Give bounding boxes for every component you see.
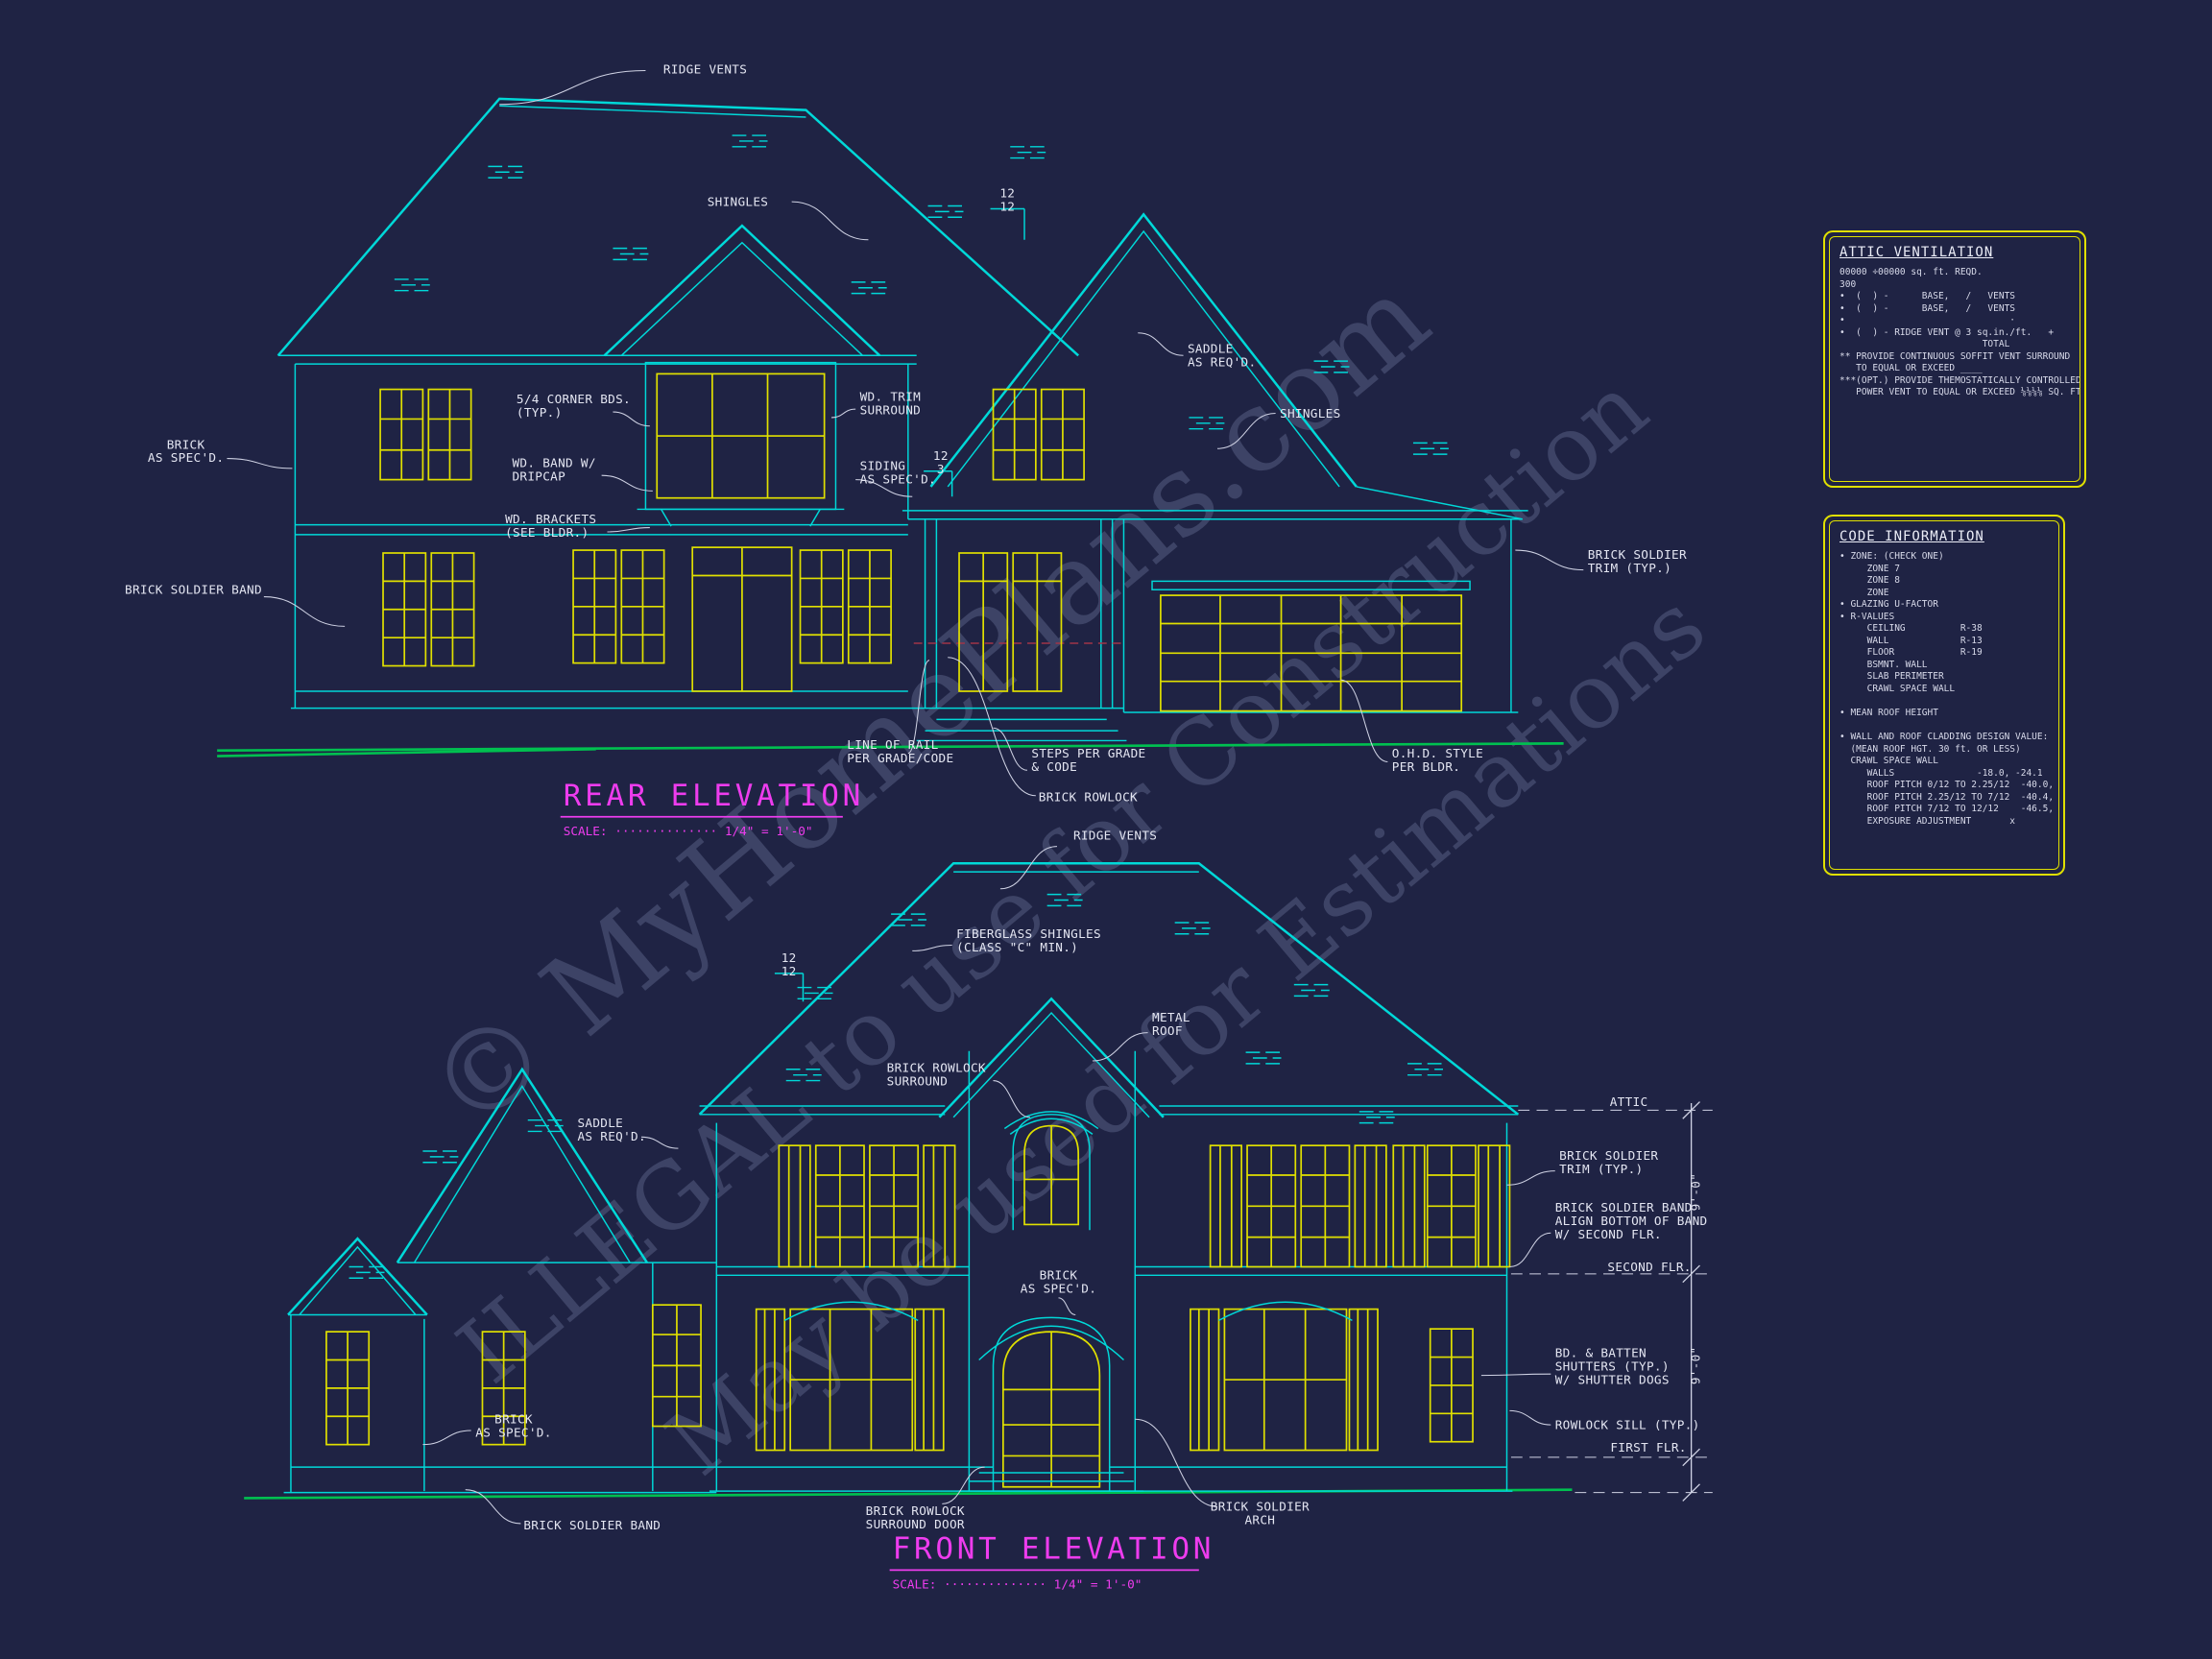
- leader-line: [999, 846, 1058, 890]
- attic-ventilation-body: 00000 ÷00000 sq. ft. REQD. 300 • ( ) - B…: [1839, 267, 2080, 398]
- leader-line: [1480, 1373, 1551, 1377]
- leader-line: [942, 1466, 985, 1504]
- leader-line: [1509, 1232, 1551, 1268]
- leader-line: [1138, 332, 1184, 356]
- leader-line: [607, 527, 650, 533]
- leader-line: [422, 1430, 471, 1446]
- leader-line: [948, 657, 1036, 797]
- attic-ventilation-panel: ATTIC VENTILATION 00000 ÷00000 sq. ft. R…: [1823, 230, 2086, 488]
- leader-line: [640, 1136, 679, 1149]
- label-rowlock-sill: ROWLOCK SILL (TYP.): [1555, 1418, 1700, 1432]
- ground-line: [217, 742, 1564, 753]
- label-fiberglass-shingles: FIBERGLASS SHINGLES(CLASS "C" MIN.): [956, 926, 1101, 954]
- code-information-panel-inner: CODE INFORMATION • ZONE: (CHECK ONE) ZON…: [1829, 520, 2059, 870]
- leader-line: [855, 479, 913, 497]
- dimension-line: [1682, 1101, 1700, 1502]
- label-brick-rowlock: BRICK ROWLOCK: [1039, 790, 1138, 805]
- label-steps: STEPS PER GRADE& CODE: [1031, 746, 1145, 774]
- watermark: © MyHomePlans.com ILLEGAL to use for Con…: [403, 252, 1724, 1497]
- attic-ventilation-panel-inner: ATTIC VENTILATION 00000 ÷00000 sq. ft. R…: [1829, 236, 2080, 482]
- leader-line: [993, 727, 1028, 771]
- front-elevation-scale: SCALE: ·············· 1/4" = 1'-0": [893, 1577, 1142, 1592]
- label-shingles-right: SHINGLES: [1280, 406, 1341, 421]
- leader-line: [1509, 1409, 1551, 1426]
- leader-line: [263, 596, 346, 627]
- dim-9-0-lower: 9'-0": [1688, 1347, 1702, 1384]
- label-attic: ATTIC: [1610, 1094, 1648, 1109]
- leader-line: [227, 458, 293, 469]
- front-elevation-drawing: [244, 862, 1713, 1502]
- leader-line: [1092, 1032, 1148, 1062]
- label-second-flr: SECOND FLR.: [1607, 1260, 1691, 1274]
- leader-line: [907, 660, 930, 755]
- leader-line: [1058, 1297, 1076, 1315]
- label-ridge-vents: RIDGE VENTS: [663, 61, 747, 76]
- leader-line: [601, 474, 653, 492]
- leader-line: [912, 944, 952, 951]
- leader-line: [1506, 1170, 1555, 1186]
- label-brick-soldier-band: BRICK SOLDIER BAND: [125, 583, 262, 597]
- code-information-title: CODE INFORMATION: [1839, 529, 1984, 544]
- leader-line: [831, 408, 856, 419]
- label-ridge-vents-f: RIDGE VENTS: [1073, 828, 1157, 842]
- front-elevation-title: FRONT ELEVATION: [893, 1532, 1215, 1567]
- leader-line: [499, 69, 646, 106]
- label-first-flr: FIRST FLR.: [1610, 1440, 1686, 1455]
- elevation-titles: REAR ELEVATION SCALE: ·············· 1/4…: [560, 779, 1215, 1592]
- leader-line: [791, 201, 869, 241]
- leader-line: [613, 411, 650, 427]
- leader-line: [465, 1489, 521, 1525]
- leader-line: [1217, 413, 1276, 449]
- attic-ventilation-title: ATTIC VENTILATION: [1839, 245, 1994, 260]
- label-corner-bds: 5/4 CORNER BDS.(TYP.): [517, 392, 631, 420]
- code-information-body: • ZONE: (CHECK ONE) ZONE 7 ZONE 8 ZONE •…: [1839, 551, 2055, 827]
- rear-elevation-scale: SCALE: ·············· 1/4" = 1'-0": [564, 824, 813, 838]
- leader-line: [1515, 549, 1584, 571]
- leader-line: [993, 1080, 1030, 1118]
- label-wd-brackets: WD. BRACKETS(SEE BLDR.): [505, 512, 596, 540]
- front-annotations: RIDGE VENTS FIBERGLASS SHINGLES(CLASS "C"…: [422, 828, 1708, 1532]
- label-shingles-left: SHINGLES: [708, 195, 769, 209]
- dim-9-0-upper: 9'-0": [1688, 1173, 1702, 1211]
- rear-elevation-drawing: [217, 97, 1564, 757]
- leader-line: [1340, 679, 1388, 762]
- rear-elevation-title: REAR ELEVATION: [564, 779, 864, 813]
- code-information-panel: CODE INFORMATION • ZONE: (CHECK ONE) ZON…: [1823, 515, 2065, 876]
- leader-line: [1135, 1418, 1218, 1507]
- label-brick-soldier-band-f: BRICK SOLDIER BAND: [523, 1518, 661, 1532]
- label-wd-band: WD. BAND W/DRIPCAP: [513, 455, 596, 483]
